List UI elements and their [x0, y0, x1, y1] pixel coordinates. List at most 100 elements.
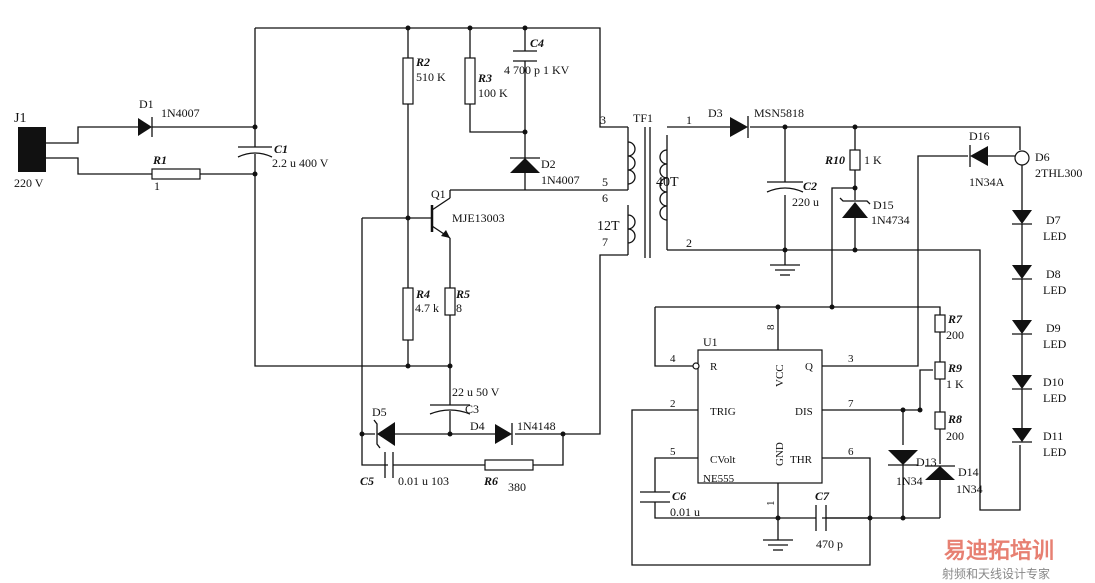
- connector-j1: [18, 127, 46, 172]
- label-pin-cvolt: CVolt: [710, 454, 735, 466]
- resistor-r6: [484, 459, 534, 471]
- lamp-d6: [1014, 150, 1030, 166]
- label-c3-value: 22 u 50 V: [452, 385, 500, 399]
- label-d9: D9: [1046, 321, 1061, 335]
- label-r10: R10: [824, 153, 845, 167]
- label-u1: U1: [703, 335, 718, 349]
- label-d2: D2: [541, 157, 556, 171]
- label-pin-2: 2: [686, 236, 692, 250]
- transformer-tf1: [627, 127, 668, 258]
- ground-symbol-1: [770, 264, 800, 276]
- label-d15: D15: [873, 198, 894, 212]
- resistor-r3: [464, 57, 476, 105]
- resistor-r2: [402, 57, 414, 105]
- label-d14: D14: [958, 465, 979, 479]
- label-d10: D10: [1043, 375, 1064, 389]
- label-c2-value: 220 u: [792, 195, 819, 209]
- label-pin-vcc: VCC: [774, 364, 786, 387]
- label-d9-led: LED: [1043, 337, 1067, 351]
- label-num-8: 8: [765, 324, 777, 330]
- label-d10-led: LED: [1043, 391, 1067, 405]
- label-c4-value: 4 700 p 1 KV: [504, 63, 570, 77]
- label-r3-value: 100 K: [478, 86, 508, 100]
- label-d3-value: MSN5818: [754, 106, 804, 120]
- label-q1-value: MJE13003: [452, 211, 505, 225]
- label-d4-value: 1N4148: [517, 419, 556, 433]
- label-d6-value: 2THL300: [1035, 166, 1082, 180]
- label-c4: C4: [530, 36, 544, 50]
- led-string: [1012, 210, 1032, 443]
- label-d4: D4: [470, 419, 485, 433]
- label-pin-5: 5: [602, 175, 608, 189]
- label-r9-value: 1 K: [946, 377, 964, 391]
- pin4-inverter-bubble: [692, 362, 700, 370]
- label-d13-value: 1N34: [896, 474, 923, 488]
- label-pin-r: R: [710, 361, 718, 373]
- label-pin-gnd: GND: [774, 442, 786, 466]
- label-num-5: 5: [670, 446, 676, 458]
- label-pin-1: 1: [686, 113, 692, 127]
- label-d5: D5: [372, 405, 387, 419]
- potentiometer-r9: [934, 361, 946, 380]
- label-r1: R1: [152, 153, 167, 167]
- label-c3: C3: [465, 402, 479, 416]
- resistor-r5: [444, 287, 456, 316]
- label-q1: Q1: [431, 187, 446, 201]
- label-c6-value: 0.01 u: [670, 505, 700, 519]
- label-c2: C2: [803, 179, 817, 193]
- label-pin-7: 7: [602, 235, 608, 249]
- label-d16-value: 1N34A: [969, 175, 1005, 189]
- led-d7: [1012, 210, 1032, 225]
- label-r1-value: 1: [154, 179, 160, 193]
- resistor-r8: [934, 411, 946, 430]
- label-r4-value: 4.7 k: [415, 301, 439, 315]
- label-c7: C7: [815, 489, 830, 503]
- label-r3: R3: [477, 71, 492, 85]
- label-r6-value: 380: [508, 480, 526, 494]
- label-d3: D3: [708, 106, 723, 120]
- label-r7-value: 200: [946, 328, 964, 342]
- label-j1-value: 220 V: [14, 176, 44, 190]
- label-c6: C6: [672, 489, 686, 503]
- label-r6: R6: [483, 474, 498, 488]
- diode-d1: [138, 117, 153, 137]
- led-d9: [1012, 320, 1032, 335]
- label-tf1: TF1: [633, 111, 653, 125]
- label-r9: R9: [947, 361, 962, 375]
- label-pin-dis: DIS: [795, 406, 813, 418]
- diode-d16: [969, 145, 988, 167]
- label-r4: R4: [415, 287, 430, 301]
- label-12t: 12T: [597, 219, 620, 234]
- watermark-subtitle: 射频和天线设计专家: [942, 566, 1050, 581]
- label-d11-led: LED: [1043, 445, 1067, 459]
- label-r8: R8: [947, 412, 962, 426]
- label-d1: D1: [139, 97, 154, 111]
- label-d11: D11: [1043, 429, 1063, 443]
- label-d15-value: 1N4734: [871, 213, 910, 227]
- label-d16: D16: [969, 129, 990, 143]
- label-num-7: 7: [848, 398, 854, 410]
- zener-d15: [839, 197, 871, 218]
- label-num-2: 2: [670, 398, 676, 410]
- capacitor-c4: [513, 50, 537, 62]
- label-c1-value: 2.2 u 400 V: [272, 156, 329, 170]
- label-d6: D6: [1035, 150, 1050, 164]
- label-pin-3: 3: [600, 113, 606, 127]
- label-num-1: 1: [765, 501, 777, 507]
- capacitor-c2: [766, 181, 804, 193]
- label-c5: C5: [360, 474, 374, 488]
- label-num-6: 6: [848, 446, 854, 458]
- resistor-r1: [151, 168, 201, 180]
- label-c5-value: 0.01 u 103: [398, 474, 449, 488]
- label-r2-value: 510 K: [416, 70, 446, 84]
- label-c7-value: 470 p: [816, 537, 843, 551]
- transistor-q1: [430, 197, 451, 239]
- label-pin-q: Q: [805, 361, 813, 373]
- label-r2: R2: [415, 55, 430, 69]
- label-c1: C1: [274, 142, 288, 156]
- capacitor-c3: [429, 404, 471, 415]
- diode-d4: [495, 423, 513, 445]
- label-40t: 40T: [656, 175, 679, 190]
- label-j1: J1: [14, 111, 26, 126]
